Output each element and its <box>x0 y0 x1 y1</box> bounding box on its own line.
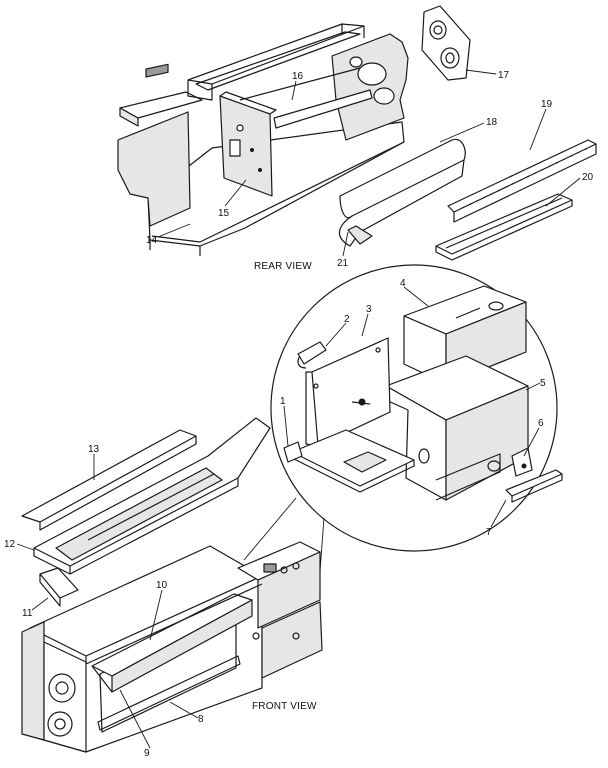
callout-9: 9 <box>144 748 150 759</box>
side-panel-17 <box>421 5 471 81</box>
callout-18: 18 <box>486 117 498 128</box>
callout-5: 5 <box>540 378 546 389</box>
callout-13: 13 <box>88 444 100 455</box>
rear-view-assembly <box>117 23 409 256</box>
front-cabinet <box>21 541 323 753</box>
callout-1: 1 <box>280 396 286 407</box>
callout-7: 7 <box>486 527 492 538</box>
rail-19 <box>447 139 597 223</box>
callout-14: 14 <box>146 235 158 246</box>
top-panel-13 <box>21 429 197 531</box>
callout-3: 3 <box>366 304 372 315</box>
callout-17: 17 <box>498 70 510 81</box>
clip-2 <box>297 341 327 369</box>
callout-21: 21 <box>337 258 349 269</box>
leader-lines <box>16 69 581 749</box>
callout-labels: 16 17 18 19 20 15 14 21 REAR VIEW 4 3 2 … <box>4 70 594 759</box>
drain-pan-12 <box>33 417 271 575</box>
callout-15: 15 <box>218 208 230 219</box>
callout-10: 10 <box>156 580 168 591</box>
bracket-11 <box>39 567 79 607</box>
callout-6: 6 <box>538 418 544 429</box>
blower-housing-5 <box>385 355 529 501</box>
strip-7 <box>505 469 563 503</box>
tray-20 <box>435 193 573 261</box>
callout-19: 19 <box>541 99 553 110</box>
callout-20: 20 <box>582 172 594 183</box>
callout-11: 11 <box>22 608 33 619</box>
callout-4: 4 <box>400 278 406 289</box>
clip-1 <box>283 441 303 463</box>
callout-2: 2 <box>344 314 350 325</box>
bracket-6 <box>511 447 533 477</box>
rear-view-label: REAR VIEW <box>254 261 312 272</box>
bracket-frame-3 <box>291 337 415 493</box>
scroll-housing-18 <box>338 138 466 247</box>
front-view-label: FRONT VIEW <box>252 701 317 712</box>
callout-16: 16 <box>292 71 304 82</box>
callout-12: 12 <box>4 539 16 550</box>
callout-8: 8 <box>198 714 204 725</box>
